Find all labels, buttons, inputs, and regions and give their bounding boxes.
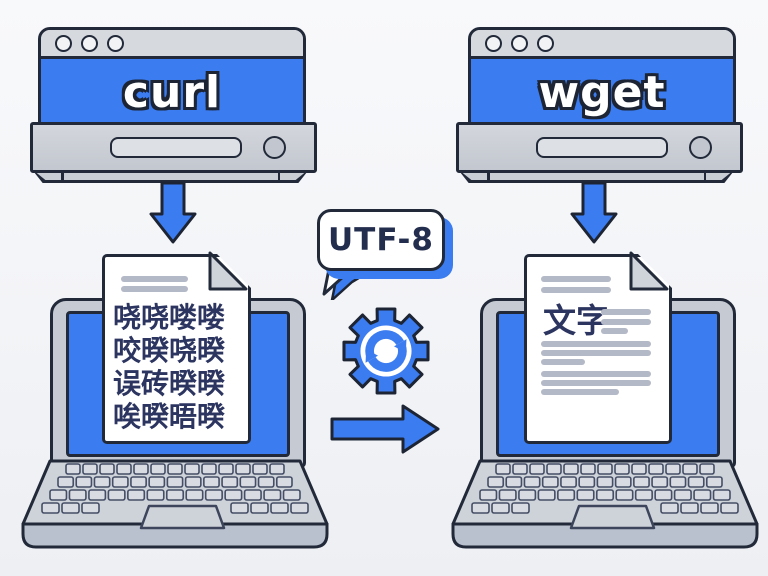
power-button-icon xyxy=(263,136,286,159)
doc-line xyxy=(541,287,611,293)
doc-line xyxy=(541,350,651,356)
wget-label: wget xyxy=(538,67,666,118)
base-seam xyxy=(487,170,490,180)
keyboard-keys xyxy=(471,463,739,514)
garbled-text-line: 咬暌哓暌 xyxy=(113,334,226,367)
power-button-icon xyxy=(689,136,712,159)
garbled-text-line: 唉暌晤暌 xyxy=(113,400,226,433)
window-dot-icon xyxy=(511,34,528,52)
doc-line xyxy=(541,359,585,365)
right-laptop-keyboard xyxy=(451,459,759,549)
doc-line xyxy=(601,309,651,315)
window-dot-icon xyxy=(55,34,72,52)
doc-line xyxy=(601,319,651,325)
base-seam xyxy=(61,170,64,180)
keyboard-keys xyxy=(41,463,309,514)
doc-line xyxy=(121,276,188,282)
doc-line xyxy=(541,341,651,347)
drive-slot-icon xyxy=(110,137,242,158)
doc-line xyxy=(601,328,628,334)
garbled-text-line: 哓哓喽喽 xyxy=(113,301,226,334)
window-dot-icon xyxy=(485,34,502,52)
right-arrow-icon xyxy=(330,404,440,454)
trackpad-icon xyxy=(139,504,226,530)
left-server-bar xyxy=(30,122,317,173)
right-server-bar xyxy=(456,122,743,173)
garbled-text-line: 误砖暌暌 xyxy=(113,367,226,400)
utf8-speech-bubble: UTF-8 xyxy=(317,209,445,271)
doc-line xyxy=(541,371,651,377)
sync-gear-icon xyxy=(342,307,430,395)
base-seam xyxy=(703,170,706,180)
doc-line xyxy=(541,389,619,395)
wget-window-titlebar xyxy=(471,30,733,59)
wget-window: wget xyxy=(468,27,736,129)
doc-line xyxy=(541,276,611,282)
trackpad-icon xyxy=(569,504,656,530)
down-arrow-icon xyxy=(570,181,618,244)
utf8-label: UTF-8 xyxy=(328,222,434,258)
wget-window-screen: wget xyxy=(471,59,733,126)
curl-window-screen: curl xyxy=(41,59,303,126)
window-dot-icon xyxy=(81,34,98,52)
left-laptop-keyboard xyxy=(21,459,329,549)
window-dot-icon xyxy=(107,34,124,52)
left-server-base-fill xyxy=(33,170,308,180)
page-fold-icon xyxy=(629,251,669,291)
right-server-base-fill xyxy=(459,170,734,180)
proper-text: 文字 xyxy=(543,301,609,340)
window-dot-icon xyxy=(537,34,554,52)
drive-slot-icon xyxy=(536,137,668,158)
doc-line xyxy=(121,286,188,292)
base-seam xyxy=(277,170,280,180)
right-document: 文字 xyxy=(524,254,672,444)
curl-window-titlebar xyxy=(41,30,303,59)
doc-line xyxy=(541,380,651,386)
curl-label: curl xyxy=(122,67,222,118)
curl-window: curl xyxy=(38,27,306,129)
down-arrow-icon xyxy=(149,181,197,244)
page-fold-icon xyxy=(208,251,248,291)
